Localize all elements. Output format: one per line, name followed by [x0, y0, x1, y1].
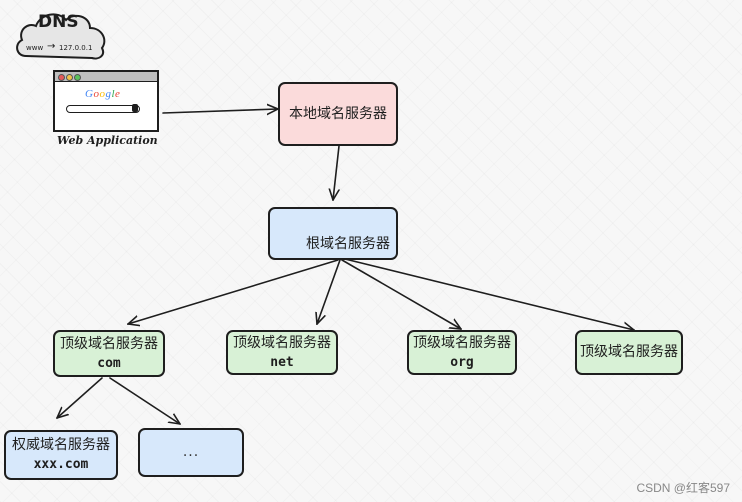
node-sublabel: xxx.com: [33, 457, 89, 472]
root-dns-server-node: 根域名服务器: [268, 207, 398, 260]
tld-server-com-node: 顶级域名服务器 com: [53, 330, 165, 377]
node-sublabel: net: [270, 354, 294, 370]
node-label: 本地域名服务器: [289, 105, 387, 122]
node-label: 顶级域名服务器: [413, 334, 511, 351]
node-label: 根域名服务器: [306, 236, 390, 252]
node-sublabel: org: [450, 354, 474, 370]
browser-titlebar: [55, 72, 157, 82]
tld-server-other-node: 顶级域名服务器: [575, 330, 683, 375]
tld-server-org-node: 顶级域名服务器 org: [407, 330, 517, 375]
watermark: CSDN @红客597: [636, 481, 730, 495]
logo-letter: o: [99, 88, 106, 100]
node-label: 顶级域名服务器: [60, 335, 158, 352]
edge-root-to-tld_other: [344, 258, 634, 330]
edge-root-to-tld_org: [341, 259, 461, 329]
cloud-icon: [16, 13, 106, 60]
edge-root-to-tld_net: [317, 259, 341, 324]
google-logo: Google: [85, 88, 120, 100]
dns-title: DNS: [38, 12, 79, 32]
authoritative-dns-server-node: 权威域名服务器 xxx.com: [4, 430, 118, 480]
more-servers-node: ...: [138, 428, 244, 477]
edge-tld_com-to-more: [109, 377, 180, 424]
edge-root-to-tld_com: [128, 259, 339, 324]
node-sublabel: com: [97, 355, 121, 371]
edges: [57, 109, 634, 424]
logo-letter: g: [105, 88, 112, 100]
logo-letter: o: [93, 88, 100, 100]
logo-letter: e: [115, 88, 121, 100]
minimize-dot-icon: [66, 74, 73, 81]
maximize-dot-icon: [74, 74, 81, 81]
browser-window: Google: [53, 70, 159, 132]
node-label: 顶级域名服务器: [580, 344, 678, 360]
edge-tld_com-to-auth: [57, 377, 103, 418]
right-arrow-icon: →: [47, 41, 56, 52]
ellipsis-label: ...: [182, 444, 200, 460]
dns-ip-label: 127.0.0.1: [59, 44, 93, 52]
node-label: 顶级域名服务器: [233, 334, 331, 351]
close-dot-icon: [58, 74, 65, 81]
edge-browser-to-local: [162, 109, 278, 113]
logo-letter: G: [85, 88, 94, 100]
web-application-label: Web Application: [57, 134, 158, 147]
edge-local-to-root: [333, 145, 339, 200]
search-bar: [66, 105, 140, 113]
tld-server-net-node: 顶级域名服务器 net: [226, 330, 338, 375]
dns-www-label: www: [26, 44, 44, 52]
logo-letter: l: [111, 88, 116, 100]
node-label: 权威域名服务器: [12, 437, 110, 453]
local-dns-server-node: 本地域名服务器: [278, 82, 398, 146]
search-button-icon: [132, 104, 138, 112]
